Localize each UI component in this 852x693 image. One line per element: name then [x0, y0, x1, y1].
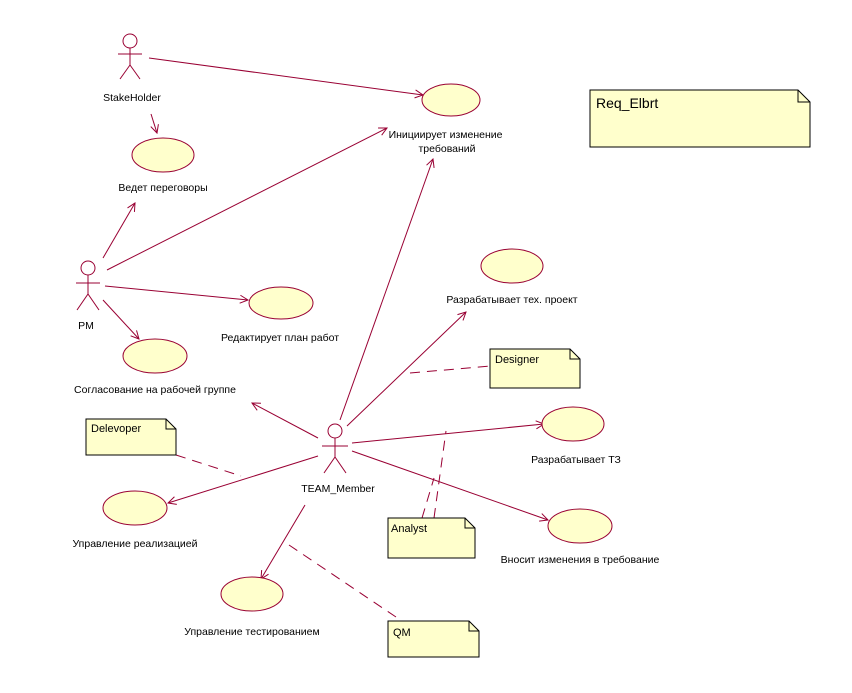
actor-pm[interactable]: PM — [76, 260, 100, 332]
note-shape — [387, 620, 480, 658]
note-developer[interactable]: Delevoper — [85, 418, 177, 456]
anchor-designer — [409, 365, 492, 374]
usecase-label: Управление тестированием — [184, 626, 319, 638]
stick-figure-icon — [76, 260, 100, 311]
note-req[interactable]: Req_Elbrt — [589, 89, 811, 148]
edge-team-test — [261, 504, 306, 579]
edge-team-tz — [351, 424, 544, 444]
usecase-edit-plan[interactable]: Редактирует план работ — [221, 286, 339, 344]
usecase-ellipse — [541, 406, 605, 442]
usecase-ellipse — [421, 83, 481, 117]
note-label: Req_Elbrt — [596, 95, 658, 111]
anchor-analyst-1 — [433, 430, 447, 519]
usecase-label: Разрабатывает тех. проект — [446, 294, 577, 306]
note-label: Designer — [495, 354, 539, 366]
edge-pm-agreement — [102, 299, 139, 339]
usecase-label: Согласование на рабочей группе — [74, 384, 236, 396]
usecase-ellipse — [122, 338, 188, 374]
edge-team-agreement — [252, 403, 319, 439]
usecase-impl-mgmt[interactable]: Управление реализацией — [72, 490, 198, 550]
usecase-initiate-change[interactable]: Инициирует изменение требований — [389, 83, 506, 155]
note-fold — [569, 349, 580, 360]
stick-figure-icon — [322, 423, 348, 474]
anchor-qm — [288, 544, 397, 618]
usecase-label: Вносит изменения в требование — [501, 554, 660, 566]
note-label: Analyst — [391, 523, 427, 535]
usecase-label-line2: требований — [418, 143, 475, 155]
edge-pm-negotiate — [102, 203, 135, 259]
anchor-analyst-2 — [421, 477, 435, 519]
usecase-label-line1: Инициирует изменение — [389, 129, 503, 141]
usecase-ellipse — [248, 286, 314, 320]
note-shape — [85, 418, 177, 456]
edge-pm-edit-plan — [104, 285, 248, 300]
edge-stakeholder-negotiate — [151, 113, 157, 133]
usecase-tz[interactable]: Разрабатывает ТЗ — [531, 406, 621, 466]
note-shape — [489, 348, 581, 389]
note-shape — [589, 89, 811, 148]
actor-label-stakeholder: StakeHolder — [103, 92, 161, 104]
edge-team-impl — [168, 455, 319, 503]
edge-team-changes — [351, 450, 548, 520]
edge-pm-initiate — [106, 128, 387, 271]
actor-team-member[interactable]: TEAM_Member — [301, 423, 375, 495]
usecase-label: Редактирует план работ — [221, 332, 339, 344]
usecase-label: Ведет переговоры — [118, 182, 207, 194]
usecase-agreement[interactable]: Согласование на рабочей группе — [74, 338, 236, 396]
note-fold — [797, 90, 810, 103]
usecase-label: Разрабатывает ТЗ — [531, 454, 621, 466]
actor-stakeholder[interactable]: StakeHolder — [103, 33, 161, 104]
note-anchors — [175, 365, 492, 618]
usecase-label: Управление реализацией — [72, 538, 197, 550]
note-analyst[interactable]: Analyst — [387, 517, 476, 559]
usecase-ellipse — [480, 248, 544, 284]
usecase-ellipse — [220, 576, 284, 612]
usecase-label: Инициирует изменение требований — [389, 129, 506, 155]
actor-label-team-member: TEAM_Member — [301, 483, 375, 495]
note-label: QM — [393, 627, 411, 639]
anchor-developer — [175, 454, 242, 477]
usecase-negotiate[interactable]: Ведет переговоры — [118, 137, 208, 194]
usecase-test-mgmt[interactable]: Управление тестированием — [184, 576, 320, 638]
edge-stakeholder-initiate — [148, 57, 423, 95]
note-shape — [387, 517, 476, 559]
associations — [102, 57, 548, 579]
usecase-changes[interactable]: Вносит изменения в требование — [501, 508, 660, 566]
note-fold — [165, 419, 176, 430]
note-fold — [464, 518, 475, 529]
note-fold — [468, 621, 479, 632]
note-qm[interactable]: QM — [387, 620, 480, 658]
usecase-ellipse — [131, 137, 195, 173]
edge-team-initiate — [339, 159, 433, 421]
note-label: Delevoper — [91, 423, 141, 435]
stick-figure-icon — [118, 33, 142, 80]
usecase-ellipse — [547, 508, 613, 544]
note-designer[interactable]: Designer — [489, 348, 581, 389]
usecase-ellipse — [102, 490, 168, 526]
edge-team-tech-project — [346, 312, 466, 427]
actor-label-pm: PM — [78, 320, 94, 332]
usecase-tech-project[interactable]: Разрабатывает тех. проект — [446, 248, 578, 306]
